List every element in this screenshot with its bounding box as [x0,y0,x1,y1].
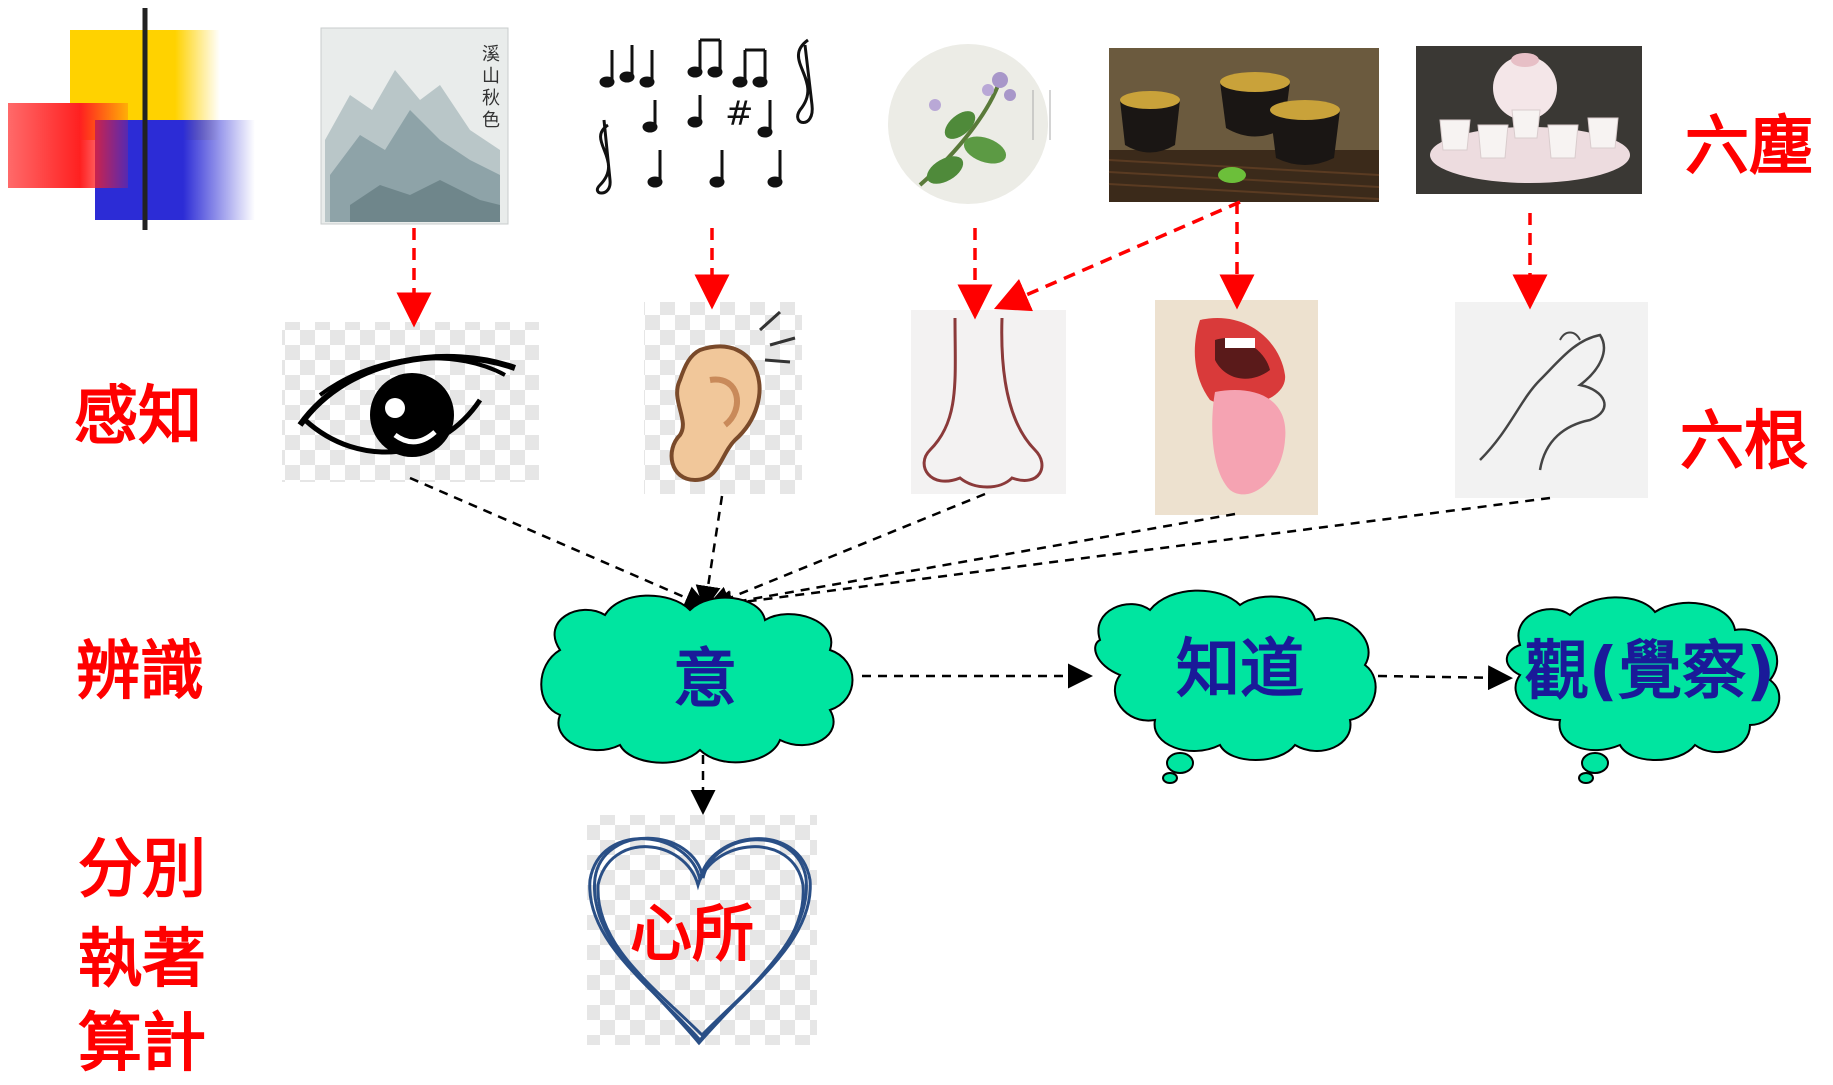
eye-image [282,322,539,482]
ear-image [644,302,802,494]
perception-label: 感知 [74,380,202,454]
six-roots-label: 六根 [1680,405,1808,479]
painting-inscription: 溪山秋色 [482,44,500,131]
herb-image [888,44,1051,204]
tea-set-image [1416,46,1642,194]
mind-cloud [540,594,854,764]
discriminate-label-1: 分別 [78,833,206,907]
dust-to-root-arrows [396,200,1548,328]
landscape-painting-image: 溪山秋色 [320,27,509,225]
mind-cloud-text: 意 [673,643,737,717]
know-cloud-text: 知道 [1176,633,1304,707]
discriminate-label-3: 算計 [78,1007,206,1081]
six-dust-label: 六塵 [1685,110,1813,184]
heart-image [587,815,817,1046]
mouth-tongue-image [1155,300,1318,515]
flow-arrows [690,663,1513,815]
discriminate-label-2: 執著 [78,923,206,997]
music-notes-image: # [596,38,814,195]
observe-cloud [1505,596,1781,784]
root-to-mind-arrows [409,476,1551,616]
tea-cups-image [1108,48,1380,202]
heart-text: 心所 [630,897,755,970]
nose-image [911,310,1066,494]
hand-image [1455,302,1648,498]
know-cloud [1094,589,1377,784]
discern-label: 辨識 [76,635,204,709]
observe-cloud-text: 觀(覺察) [1524,635,1776,709]
svg-text:#: # [725,94,754,134]
